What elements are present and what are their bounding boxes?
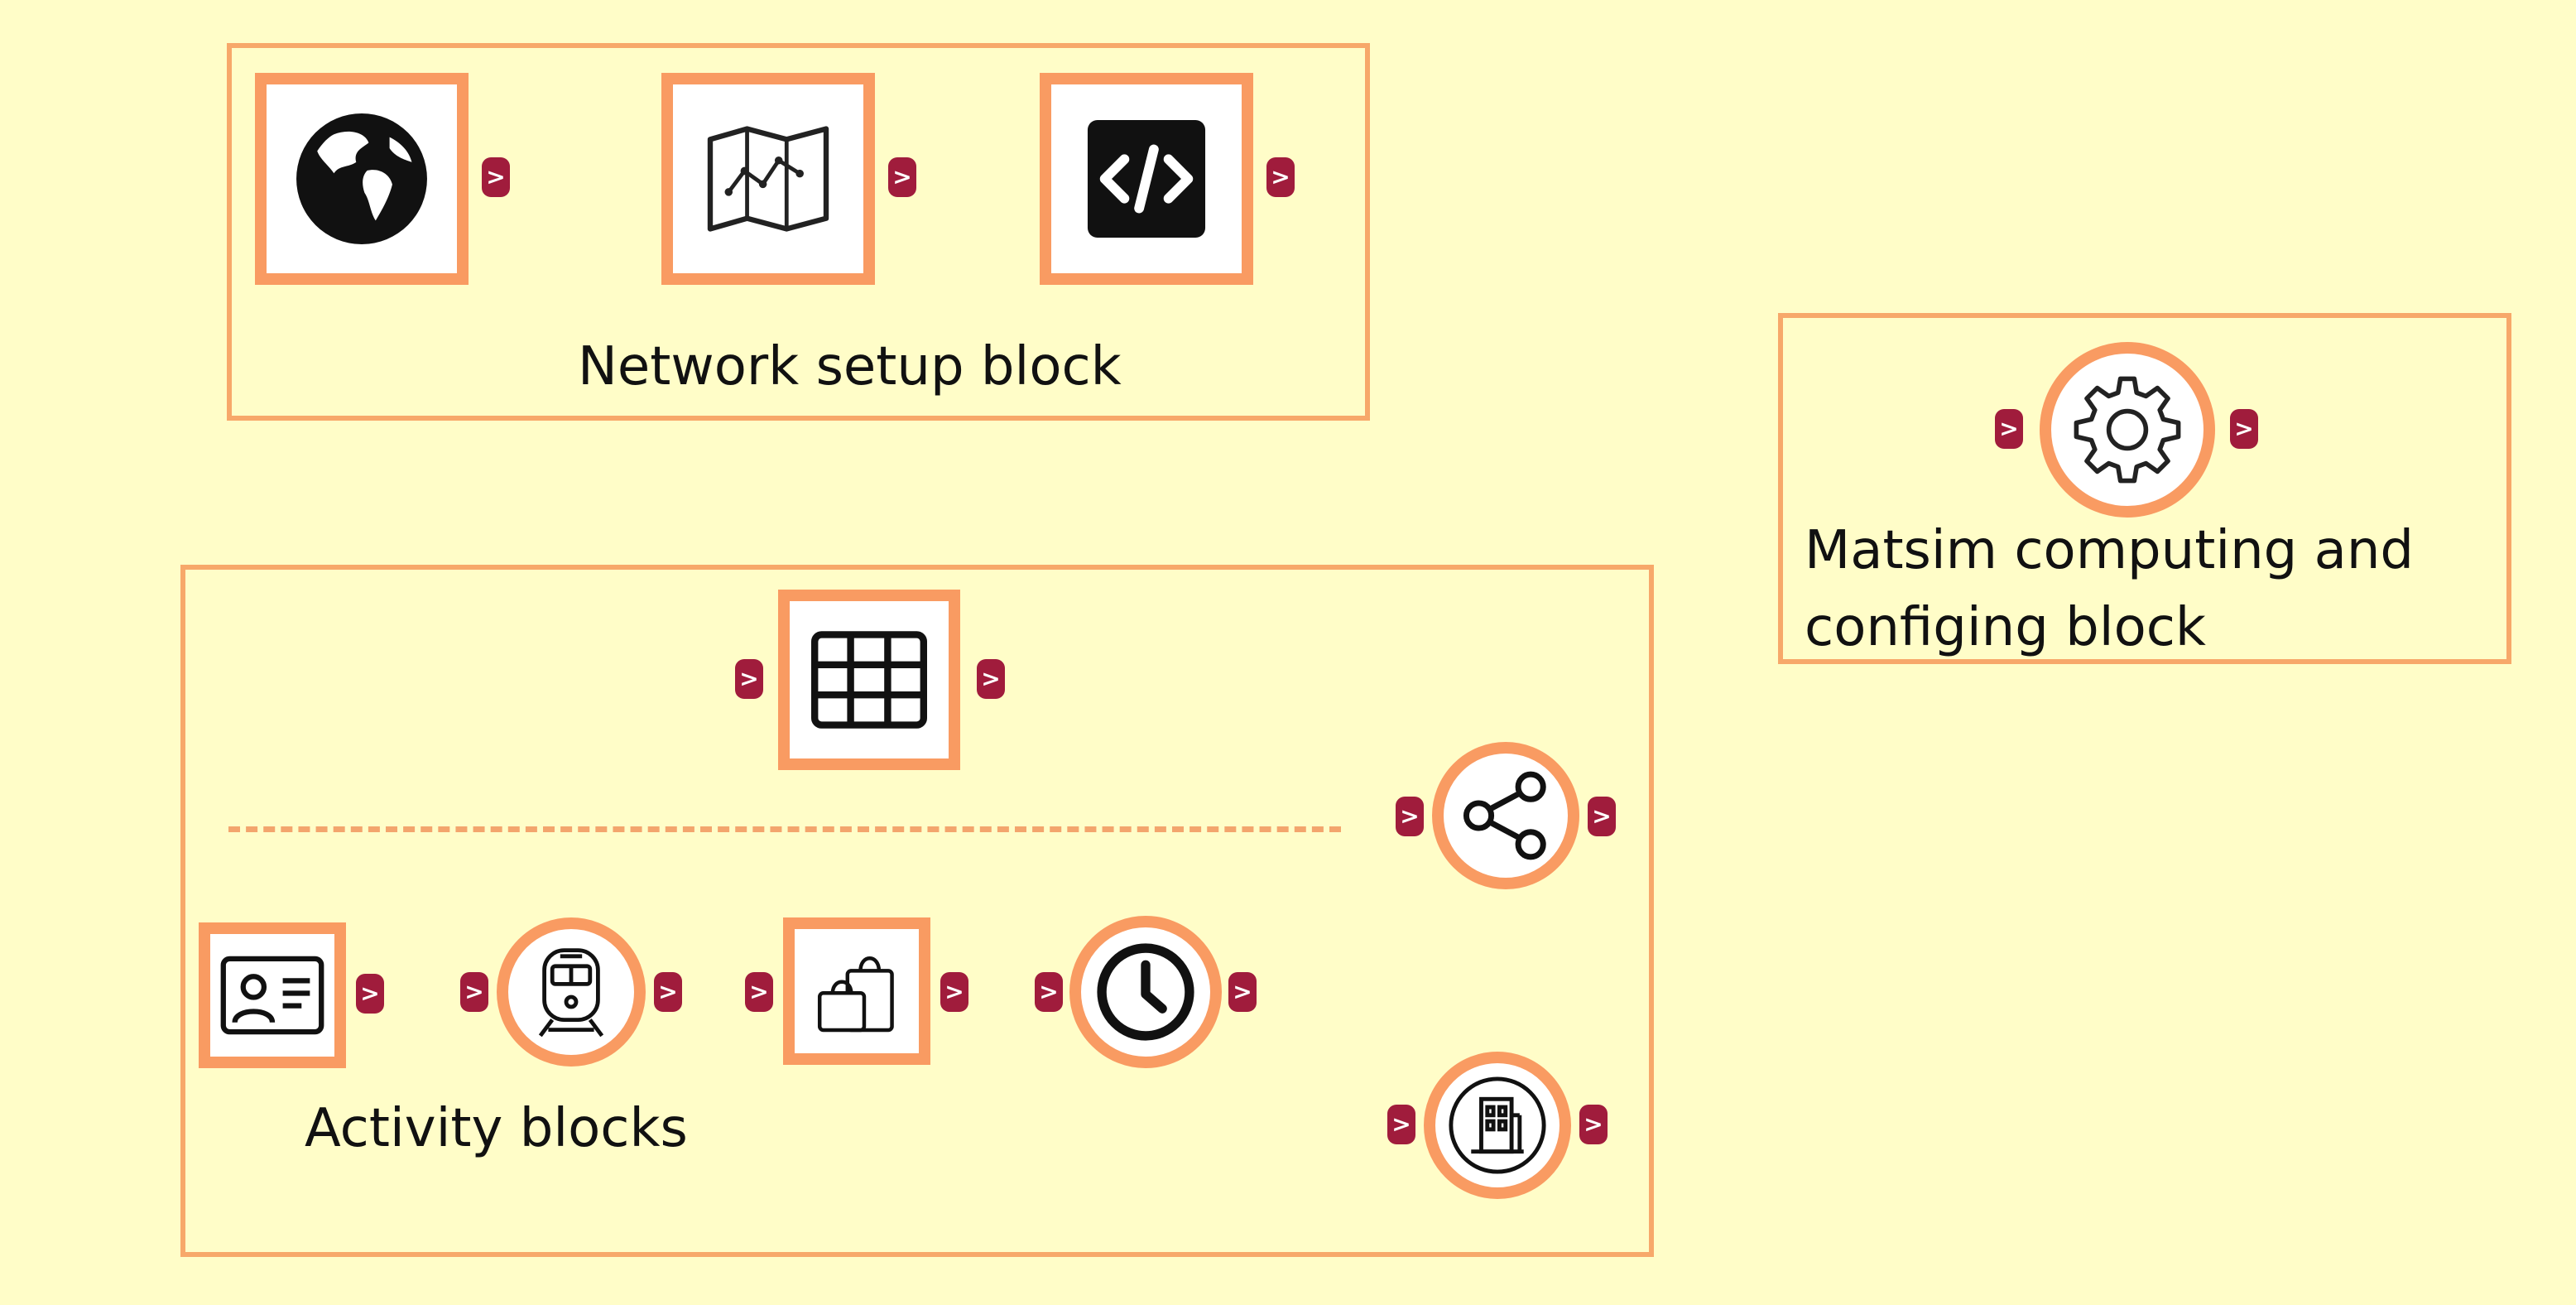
dashed-separator: [228, 826, 1341, 832]
gear-icon: [2074, 376, 2181, 484]
building-icon: [1449, 1076, 1546, 1174]
building-node[interactable]: [1424, 1052, 1571, 1199]
map-output-port[interactable]: >: [888, 157, 916, 197]
shopping-output-port[interactable]: >: [940, 972, 968, 1012]
clock-output-port[interactable]: >: [1228, 972, 1257, 1012]
clock-input-port[interactable]: >: [1035, 972, 1063, 1012]
share-node[interactable]: [1432, 742, 1579, 889]
table-input-port[interactable]: >: [735, 659, 763, 699]
share-input-port[interactable]: >: [1396, 797, 1424, 836]
activity-label: Activity blocks: [305, 1098, 688, 1159]
share-icon: [1463, 771, 1546, 860]
clock-node[interactable]: [1069, 916, 1222, 1068]
globe-output-port[interactable]: >: [482, 157, 510, 197]
network-setup-label: Network setup block: [578, 336, 1122, 397]
share-output-port[interactable]: >: [1588, 797, 1616, 836]
train-output-port[interactable]: >: [654, 972, 682, 1012]
clock-icon: [1097, 943, 1194, 1041]
code-node[interactable]: [1040, 73, 1253, 285]
gear-output-port[interactable]: >: [2230, 409, 2258, 449]
gear-input-port[interactable]: >: [1995, 409, 2023, 449]
map-icon: [707, 126, 829, 232]
building-output-port[interactable]: >: [1579, 1105, 1608, 1144]
globe-icon: [296, 113, 427, 244]
code-output-port[interactable]: >: [1266, 157, 1295, 197]
matsim-label-line1: Matsim computing and: [1805, 520, 2415, 581]
matsim-label-line2: configing block: [1805, 597, 2206, 658]
map-node[interactable]: [661, 73, 875, 285]
shopping-node[interactable]: [783, 917, 930, 1065]
train-node[interactable]: [497, 917, 646, 1067]
activity-group: [180, 565, 1654, 1257]
train-input-port[interactable]: >: [460, 972, 488, 1012]
globe-node[interactable]: [255, 73, 469, 285]
id-card-icon: [220, 956, 324, 1035]
table-icon: [811, 631, 927, 729]
matsim-group: [1778, 313, 2511, 664]
train-icon: [538, 948, 604, 1038]
shopping-input-port[interactable]: >: [745, 972, 773, 1012]
network-setup-group: [227, 43, 1370, 421]
building-input-port[interactable]: >: [1387, 1105, 1415, 1144]
id-card-node[interactable]: [199, 922, 346, 1068]
table-node[interactable]: [778, 590, 960, 770]
gear-node[interactable]: [2040, 342, 2215, 518]
id-card-output-port[interactable]: >: [356, 974, 384, 1014]
shopping-bags-icon: [817, 956, 894, 1033]
code-icon: [1087, 119, 1206, 238]
table-output-port[interactable]: >: [977, 659, 1005, 699]
